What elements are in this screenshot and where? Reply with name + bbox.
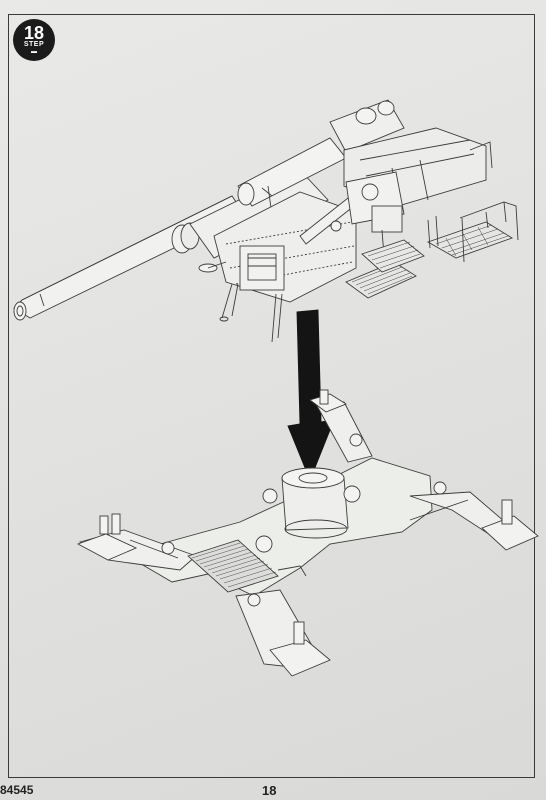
kit-code: 84545 [0, 783, 34, 797]
assembly-arrow-down-icon [287, 309, 335, 482]
step-badge: 18 STEP ▬ [13, 19, 55, 61]
gun-assembly [13, 99, 519, 343]
step-number: 18 [23, 23, 45, 43]
cruciform-base [76, 389, 539, 677]
page-frame [8, 14, 535, 778]
page-number: 18 [262, 783, 277, 798]
tank-silhouette-icon: ▬ [31, 49, 37, 55]
step-label: STEP [23, 41, 45, 48]
